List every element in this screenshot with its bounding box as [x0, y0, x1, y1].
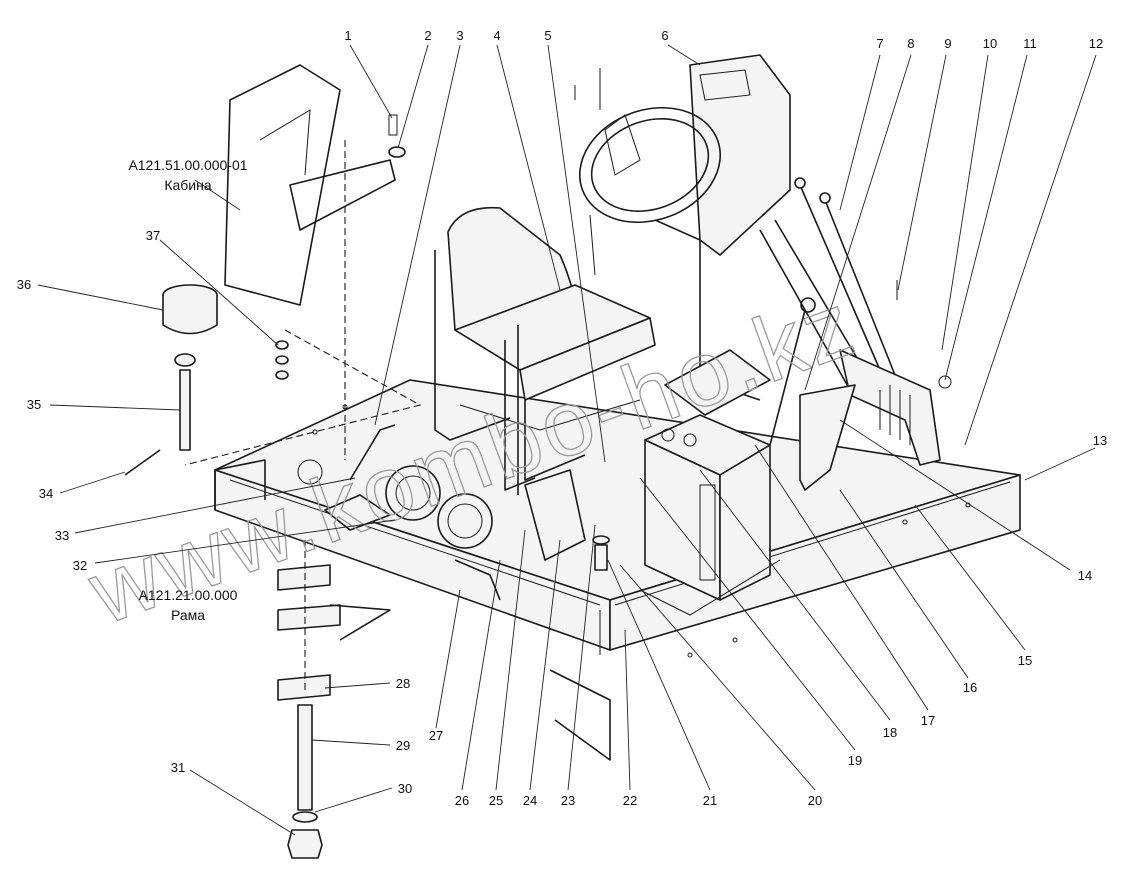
callout-14: 14: [1078, 568, 1092, 583]
callout-26: 26: [455, 793, 469, 808]
callout-7: 7: [876, 36, 883, 51]
callout-25: 25: [489, 793, 503, 808]
loose-parts: [124, 114, 610, 859]
callout-19: 19: [848, 753, 862, 768]
callout-36: 36: [17, 277, 31, 292]
callout-24: 24: [523, 793, 537, 808]
callout-32: 32: [73, 558, 87, 573]
operator-seat: [434, 206, 656, 495]
callout-3: 3: [456, 28, 463, 43]
callout-2: 2: [424, 28, 431, 43]
callout-23: 23: [561, 793, 575, 808]
callout-13: 13: [1093, 433, 1107, 448]
lever-bank: [759, 177, 952, 491]
cabin-code-label: А121.51.00.000-01: [128, 157, 247, 173]
callout-27: 27: [429, 728, 443, 743]
callout-34: 34: [39, 486, 53, 501]
callout-8: 8: [907, 36, 914, 51]
callout-6: 6: [661, 28, 668, 43]
callout-31: 31: [171, 760, 185, 775]
callout-numbers: 1 2 3 4 5 6 7 8 9 10 11 12 13 14 15 16 1…: [17, 28, 1107, 808]
callout-18: 18: [883, 725, 897, 740]
callout-10: 10: [983, 36, 997, 51]
callout-16: 16: [963, 680, 977, 695]
base-frame: [214, 379, 1021, 761]
callout-9: 9: [944, 36, 951, 51]
callout-33: 33: [55, 528, 69, 543]
cabin-name-label: Кабина: [164, 177, 212, 193]
pump-assembly: [324, 424, 586, 601]
callout-21: 21: [703, 793, 717, 808]
callout-30: 30: [398, 781, 412, 796]
frame-name-label: Рама: [171, 607, 205, 623]
callout-12: 12: [1089, 36, 1103, 51]
leader-lines: [37, 44, 1097, 836]
cabin-panel: [184, 64, 422, 466]
callout-17: 17: [921, 713, 935, 728]
control-box: [639, 297, 816, 616]
callout-5: 5: [544, 28, 551, 43]
callout-35: 35: [27, 397, 41, 412]
callout-20: 20: [808, 793, 822, 808]
callout-4: 4: [493, 28, 500, 43]
frame-code-label: А121.21.00.000: [139, 587, 238, 603]
callout-11: 11: [1023, 36, 1037, 51]
callout-1: 1: [344, 28, 351, 43]
callout-15: 15: [1018, 653, 1032, 668]
callout-28: 28: [396, 676, 410, 691]
steering-column: [574, 54, 791, 401]
callout-22: 22: [623, 793, 637, 808]
callout-29: 29: [396, 738, 410, 753]
callout-37: 37: [146, 228, 160, 243]
